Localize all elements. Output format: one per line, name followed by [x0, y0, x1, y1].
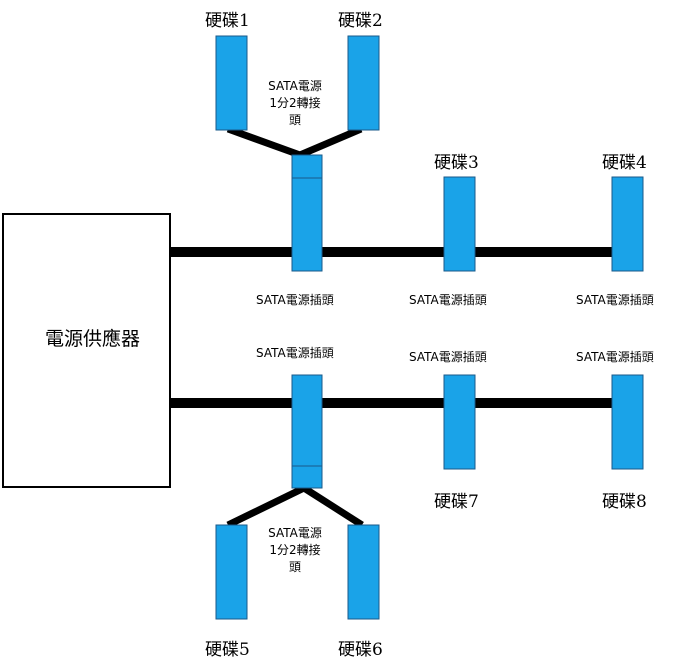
- connector-2-label: SATA電源插頭: [409, 293, 487, 307]
- connector-4-label: SATA電源插頭: [256, 346, 334, 360]
- drive-3-label: 硬碟3: [434, 153, 479, 173]
- bottom-splitter-label: SATA電源 1分2轉接 頭: [250, 525, 340, 576]
- top-splitter-line-2: 1分2轉接: [269, 96, 321, 110]
- top-splitter-label: SATA電源 1分2轉接 頭: [250, 78, 340, 129]
- drive-6-label: 硬碟6: [338, 640, 383, 660]
- bottom-splitter-plug: [291, 465, 323, 489]
- connector-5-label: SATA電源插頭: [409, 350, 487, 364]
- bottom-splitter-line-2: 1分2轉接: [269, 543, 321, 557]
- drive-7-label: 硬碟7: [434, 492, 479, 512]
- hard-drive-7: [443, 374, 476, 470]
- top-splitter-wire-right: [298, 125, 363, 159]
- drive-8-label: 硬碟8: [602, 492, 647, 512]
- connector-1-label: SATA電源插頭: [256, 293, 334, 307]
- drive-1-label: 硬碟1: [205, 11, 250, 31]
- connector-6-label: SATA電源插頭: [576, 350, 654, 364]
- top-splitter-line-1: SATA電源: [268, 79, 322, 93]
- top-splitter-line-3: 頭: [288, 113, 301, 127]
- hard-drive-3: [443, 176, 476, 272]
- connector-3-label: SATA電源插頭: [576, 293, 654, 307]
- drive-4-label: 硬碟4: [602, 153, 647, 173]
- hard-drive-8: [611, 374, 644, 470]
- psu-box: [2, 213, 171, 488]
- hard-drive-5: [215, 524, 248, 620]
- bottom-splitter-wire-left: [226, 484, 306, 529]
- top-splitter-plug: [291, 154, 323, 179]
- bottom-splitter-wire-right: [302, 485, 364, 528]
- top-sata-connector: [291, 177, 323, 272]
- bottom-splitter-line-1: SATA電源: [268, 526, 322, 540]
- drive-5-label: 硬碟5: [205, 640, 250, 660]
- bottom-sata-connector: [291, 374, 323, 467]
- psu-label: 電源供應器: [45, 328, 141, 350]
- bottom-splitter-line-3: 頭: [288, 560, 301, 574]
- drive-2-label: 硬碟2: [338, 11, 383, 31]
- hard-drive-4: [611, 176, 644, 272]
- top-splitter-wire-left: [226, 125, 302, 159]
- hard-drive-1: [215, 35, 248, 131]
- hard-drive-2: [347, 35, 380, 131]
- hard-drive-6: [347, 524, 380, 620]
